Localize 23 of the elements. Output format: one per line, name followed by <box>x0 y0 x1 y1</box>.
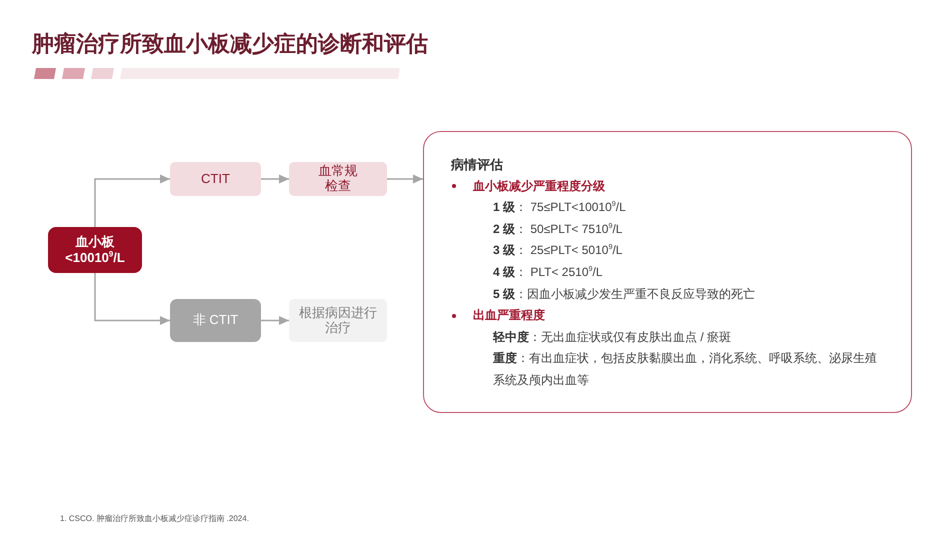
list-item: 4 级： PLT< 2510$^{9}$/L <box>493 263 604 281</box>
section-heading: 血小板减少严重程度分级 <box>473 178 606 195</box>
arrow <box>261 174 289 184</box>
process-box: CTIT <box>170 162 261 196</box>
arrow <box>387 174 423 184</box>
process-box: 非 CTIT <box>170 299 261 342</box>
arrow <box>261 316 289 325</box>
list-item: 3 级： 25≤PLT< 5010$^{9}$/L <box>493 241 624 260</box>
arrow <box>94 174 170 227</box>
info-panel <box>423 131 912 413</box>
process-box: 根据病因进行治疗 <box>289 299 387 342</box>
footnote: 1. CSCO. 肿瘤治疗所致血小板减少症诊疗指南 .2024. <box>60 513 249 524</box>
list-item: 轻中度：无出血症状或仅有皮肤出血点 / 瘀斑 <box>493 328 732 346</box>
process-box: 血常规检查 <box>289 162 387 196</box>
section-heading: 出血严重程度 <box>473 307 546 324</box>
start-box: 血小板 <10010$^{9}$/L <box>48 227 142 273</box>
list-item: 重度：有出血症状，包括皮肤黏膜出血，消化系统、呼吸系统、泌尿生殖系统及颅内出血等 <box>493 350 878 389</box>
page-title: 肿瘤治疗所致血小板减少症的诊断和评估 <box>32 30 428 58</box>
list-item: 5 级：因血小板减少发生严重不良反应导致的死亡 <box>493 286 756 303</box>
arrow <box>94 273 170 325</box>
list-item: 1 级： 75≤PLT<10010$^{9}$/L <box>493 198 627 216</box>
list-item: 2 级： 50≤PLT< 7510$^{9}$/L <box>493 220 624 238</box>
panel-heading: 病情评估 <box>451 156 504 174</box>
